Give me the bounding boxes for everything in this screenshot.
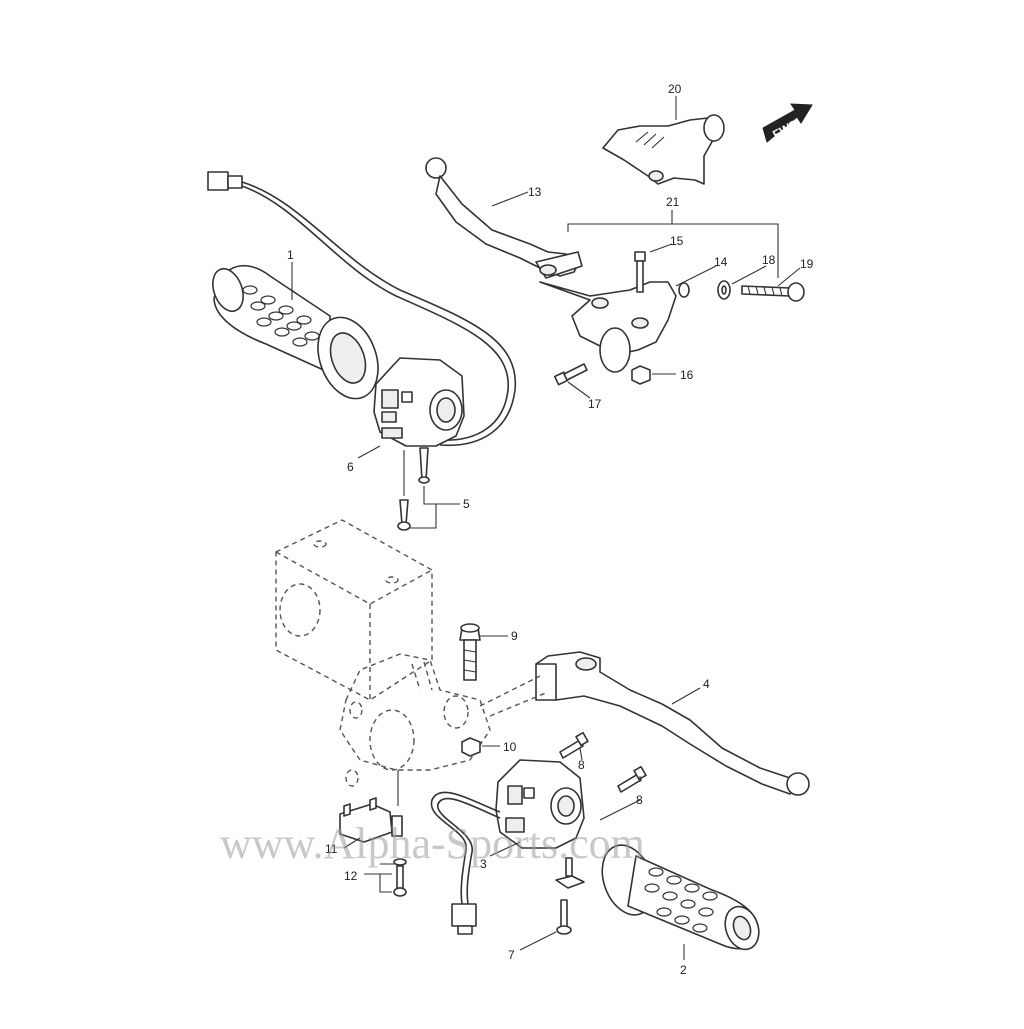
callout-leaders [291, 96, 801, 960]
switch-housing-part-6 [373, 357, 465, 447]
callout-5: 5 [463, 497, 470, 511]
nut-part-16 [631, 365, 651, 385]
screws-part-5 [397, 447, 460, 531]
callout-8a: 8 [578, 758, 585, 772]
callout-21: 21 [666, 195, 680, 209]
grip-part-2 [601, 844, 760, 951]
callout-16: 16 [680, 368, 694, 382]
adjuster-bolt-part-19 [741, 282, 805, 302]
bolt-part-15 [634, 251, 646, 293]
callout-numbers: 1 2 3 4 5 6 7 8 8 9 10 11 12 13 14 15 16… [287, 82, 814, 977]
washer-part-18 [717, 280, 731, 300]
callout-12: 12 [344, 869, 358, 883]
screw-part-12 [364, 858, 407, 897]
nut-part-10 [461, 737, 481, 757]
brake-lever-part-4 [479, 651, 810, 796]
callout-8b: 8 [636, 793, 643, 807]
callout-3: 3 [480, 857, 487, 871]
master-cylinder-reference [275, 519, 491, 787]
callout-1: 1 [287, 248, 294, 262]
callout-19: 19 [800, 257, 814, 271]
callout-20: 20 [668, 82, 682, 96]
lower-wire-harness [430, 791, 501, 935]
bolt-part-17 [553, 363, 588, 386]
switch-housing-part-3 [495, 759, 585, 849]
lever-bracket-part-14 [539, 281, 690, 373]
callout-17: 17 [588, 397, 602, 411]
callout-2: 2 [680, 963, 687, 977]
callout-15: 15 [670, 234, 684, 248]
callout-6: 6 [347, 460, 354, 474]
grip-part-1 [212, 264, 379, 400]
callout-14: 14 [714, 255, 728, 269]
callout-13: 13 [528, 185, 542, 199]
callout-9: 9 [511, 629, 518, 643]
callout-10: 10 [503, 740, 517, 754]
assembly-bracket-21 [567, 210, 779, 278]
callout-4: 4 [703, 677, 710, 691]
screws-part-8 [559, 731, 647, 793]
brake-switch-part-11 [339, 770, 403, 843]
callout-18: 18 [762, 253, 776, 267]
screw-part-7 [555, 857, 585, 935]
pivot-bolt-part-9 [459, 623, 481, 681]
lever-cover-part-20 [602, 114, 725, 185]
fwd-arrow: FWD [762, 103, 813, 143]
fwd-label: FWD [770, 116, 801, 141]
callout-11: 11 [325, 842, 338, 856]
callout-7: 7 [508, 948, 515, 962]
upper-lever-part-13 [425, 157, 583, 279]
watermark: www.Alpha-Sports.com [220, 819, 645, 868]
